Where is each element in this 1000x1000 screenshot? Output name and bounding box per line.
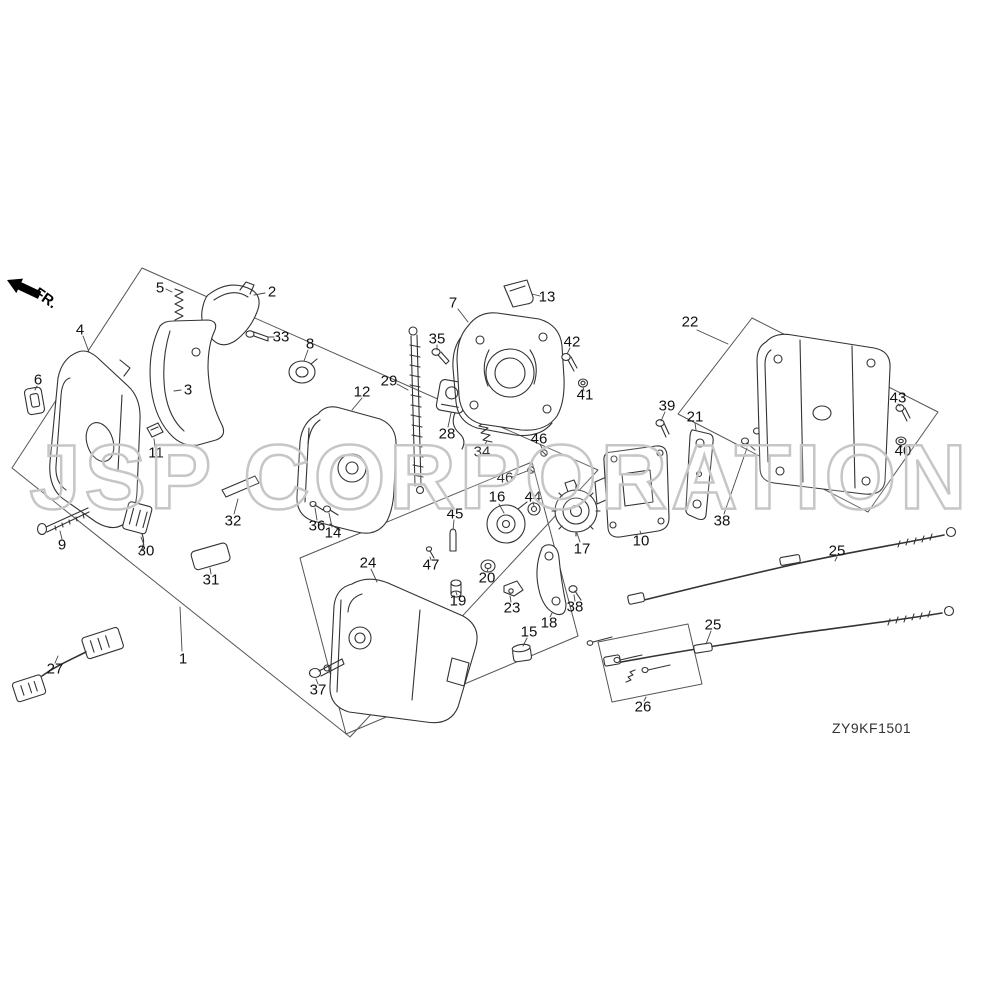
part-33-bolt <box>245 330 269 342</box>
part-label-12: 12 <box>353 383 371 401</box>
part-label-5: 5 <box>155 279 165 297</box>
part-47-pin <box>425 546 435 559</box>
part-30-connector <box>122 501 153 553</box>
part-label-27: 27 <box>46 660 64 678</box>
part-label-39: 39 <box>658 397 676 415</box>
part-44-bushing <box>527 502 541 516</box>
part-32-strip <box>221 475 260 498</box>
part-7-mount-plate <box>452 312 565 437</box>
part-12-housing-inner <box>296 406 397 534</box>
part-label-43: 43 <box>889 389 907 407</box>
part-label-14: 14 <box>324 524 342 542</box>
part-label-30: 30 <box>137 542 155 560</box>
part-label-40: 40 <box>894 442 912 460</box>
part-18-lever <box>536 544 567 616</box>
part-label-1: 1 <box>178 650 188 668</box>
part-37-bolt <box>308 658 345 679</box>
diagram-code: ZY9KF1501 <box>832 720 912 736</box>
part-6-cap <box>23 386 46 416</box>
part-label-37: 37 <box>309 681 327 699</box>
part-5-spring <box>174 288 184 321</box>
part-label-20: 20 <box>478 569 496 587</box>
part-label-45: 45 <box>446 505 464 523</box>
part-label-29: 29 <box>380 372 398 390</box>
part-15-cap-nut <box>511 643 533 663</box>
part-26-kit-parts <box>613 654 671 683</box>
part-label-25: 25 <box>828 542 846 560</box>
part-label-2: 2 <box>267 283 277 301</box>
part-label-3: 3 <box>183 381 193 399</box>
part-label-13: 13 <box>538 288 556 306</box>
part-41-washer <box>577 378 589 388</box>
part-label-32: 32 <box>224 512 242 530</box>
part-21-arm <box>685 429 714 521</box>
part-20-washer <box>480 559 496 573</box>
part-label-28: 28 <box>438 425 456 443</box>
part-9-screw <box>36 507 90 536</box>
part-10-bracket-plate <box>594 445 670 538</box>
part-label-38: 38 <box>713 512 731 530</box>
part-label-6: 6 <box>33 371 43 389</box>
part-13-bracket <box>503 279 534 308</box>
cable-upper <box>627 526 957 605</box>
part-label-34: 34 <box>473 443 491 461</box>
part-29-spring-rod <box>408 326 425 495</box>
part-label-19: 19 <box>449 592 467 610</box>
part-label-9: 9 <box>57 536 67 554</box>
part-43-bolt <box>895 404 911 422</box>
part-label-26: 26 <box>634 698 652 716</box>
part-11-clip <box>146 422 164 438</box>
part-46-screws <box>527 449 548 474</box>
part-label-15: 15 <box>520 623 538 641</box>
fr-direction-arrow: FR. <box>7 278 61 312</box>
wire-harness-27 <box>11 626 124 703</box>
part-label-44: 44 <box>524 488 542 506</box>
part-label-31: 31 <box>202 571 220 589</box>
part-3-bracket <box>149 319 225 446</box>
part-label-46: 46 <box>496 469 514 487</box>
part-label-22: 22 <box>681 313 699 331</box>
part-label-11: 11 <box>148 444 164 462</box>
part-label-41: 41 <box>576 386 594 404</box>
part-14-screw <box>322 505 339 516</box>
part-label-25: 25 <box>704 616 722 634</box>
part-16-drum <box>486 501 528 544</box>
part-label-42: 42 <box>563 333 581 351</box>
part-22-rear-cover <box>756 333 891 495</box>
part-label-8: 8 <box>305 335 315 353</box>
part-label-4: 4 <box>75 321 85 339</box>
part-2-grip <box>201 281 260 346</box>
part-label-18: 18 <box>540 614 558 632</box>
part-4-housing-left <box>49 350 141 529</box>
part-19-roller <box>450 579 462 598</box>
part-label-35: 35 <box>428 330 446 348</box>
fr-label: FR. <box>31 284 61 312</box>
part-8-grommet <box>288 358 318 384</box>
part-label-7: 7 <box>448 294 458 312</box>
part-label-38: 38 <box>566 598 584 616</box>
part-36-screw <box>309 500 324 511</box>
part-label-33: 33 <box>272 328 290 346</box>
part-label-21: 21 <box>686 408 704 426</box>
enclosure-kit-box <box>597 623 703 703</box>
part-label-10: 10 <box>632 532 650 550</box>
cable-lower <box>586 605 955 667</box>
part-17-gear <box>551 479 601 537</box>
part-label-23: 23 <box>503 599 521 617</box>
part-label-17: 17 <box>573 540 591 558</box>
part-23-bracket <box>503 580 524 597</box>
part-label-36: 36 <box>308 517 326 535</box>
part-label-24: 24 <box>359 554 377 572</box>
part-35-bolt <box>431 348 450 365</box>
part-42-bolt <box>561 352 578 372</box>
part-39-bolt <box>655 419 670 438</box>
part-31-plate <box>190 542 231 571</box>
part-label-16: 16 <box>488 488 506 506</box>
part-24-housing-lower <box>329 578 478 724</box>
leader-lines <box>34 288 903 702</box>
part-45-pin <box>449 528 457 552</box>
part-label-47: 47 <box>422 556 440 574</box>
part-label-46: 46 <box>530 430 548 448</box>
